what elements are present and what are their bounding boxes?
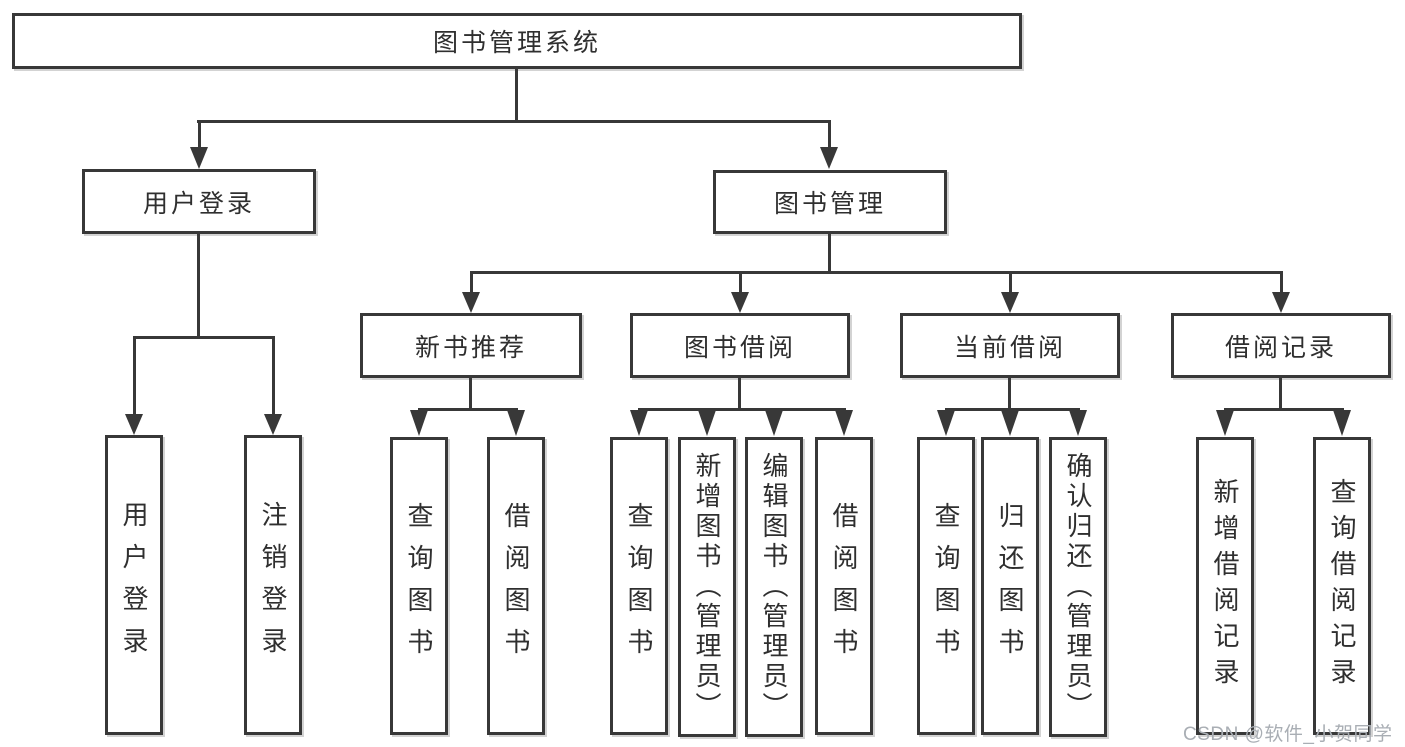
connector-line bbox=[133, 336, 136, 416]
arrow-down-icon bbox=[1001, 292, 1019, 313]
connector-line bbox=[1009, 271, 1012, 294]
arrow-down-icon bbox=[1272, 292, 1290, 313]
leaf-query-books-borrow: 查询图书 bbox=[610, 437, 668, 735]
arrow-down-icon bbox=[1333, 410, 1351, 436]
arrow-down-icon bbox=[462, 292, 480, 313]
connector-line bbox=[272, 336, 275, 416]
arrow-down-icon bbox=[125, 414, 143, 435]
connector-line bbox=[828, 120, 831, 149]
connector-line bbox=[1279, 377, 1282, 410]
arrow-down-icon bbox=[1069, 410, 1087, 436]
arrow-down-icon bbox=[190, 147, 208, 169]
leaf-query-books-current: 查询图书 bbox=[917, 437, 975, 735]
leaf-borrow-books: 借阅图书 bbox=[815, 437, 873, 735]
connector-line bbox=[1280, 271, 1283, 294]
node-label: 用户登录 bbox=[142, 189, 255, 218]
connector-line bbox=[739, 271, 742, 294]
node-label: 借阅图书 bbox=[829, 502, 859, 670]
node-label: 查询图书 bbox=[404, 502, 434, 670]
leaf-borrow-books-recommend: 借阅图书 bbox=[487, 437, 545, 735]
leaf-return-book: 归还图书 bbox=[981, 437, 1039, 735]
leaf-add-borrow-record: 新增借阅记录 bbox=[1196, 437, 1254, 735]
node-label: 编辑图书（管理员） bbox=[759, 452, 789, 722]
connector-line bbox=[1008, 377, 1011, 410]
arrow-down-icon bbox=[731, 292, 749, 313]
leaf-user-login: 用户登录 bbox=[105, 435, 163, 735]
connector-line bbox=[738, 377, 741, 410]
node-label: 新书推荐 bbox=[414, 333, 527, 362]
arrow-down-icon bbox=[1001, 410, 1019, 436]
connector-line bbox=[133, 336, 275, 339]
node-label: 借阅图书 bbox=[501, 502, 531, 670]
node-label: 查询借阅记录 bbox=[1327, 478, 1357, 694]
connector-line bbox=[470, 271, 1282, 274]
leaf-query-borrow-record: 查询借阅记录 bbox=[1313, 437, 1371, 735]
node-label: 图书管理系统 bbox=[432, 29, 601, 57]
node-borrow-record: 借阅记录 bbox=[1171, 313, 1391, 378]
node-label: 确认归还（管理员） bbox=[1063, 452, 1093, 722]
node-book-borrow: 图书借阅 bbox=[630, 313, 850, 378]
arrow-down-icon bbox=[937, 410, 955, 436]
node-label: 注销登录 bbox=[258, 501, 288, 669]
connector-line bbox=[515, 68, 518, 121]
node-label: 图书借阅 bbox=[683, 333, 796, 362]
leaf-query-books-recommend: 查询图书 bbox=[390, 437, 448, 735]
node-label: 归还图书 bbox=[995, 502, 1025, 670]
leaf-logout: 注销登录 bbox=[244, 435, 302, 735]
connector-line bbox=[945, 408, 1080, 411]
leaf-edit-book-admin: 编辑图书（管理员） bbox=[745, 437, 803, 737]
node-book-management: 图书管理 bbox=[713, 170, 947, 234]
connector-line bbox=[198, 120, 201, 149]
arrow-down-icon bbox=[835, 410, 853, 436]
node-label: 当前借阅 bbox=[953, 333, 1066, 362]
node-label: 查询图书 bbox=[624, 502, 654, 670]
connector-line bbox=[1224, 408, 1344, 411]
arrow-down-icon bbox=[264, 414, 282, 435]
node-label: 新增图书（管理员） bbox=[692, 452, 722, 722]
node-current-borrow: 当前借阅 bbox=[900, 313, 1120, 378]
node-label: 图书管理 bbox=[773, 190, 886, 218]
connector-line bbox=[469, 377, 472, 410]
leaf-add-book-admin: 新增图书（管理员） bbox=[678, 437, 736, 737]
arrow-down-icon bbox=[765, 410, 783, 436]
csdn-watermark: CSDN @软件_小贺同学 bbox=[1183, 724, 1393, 745]
node-user-login: 用户登录 bbox=[82, 169, 316, 234]
connector-line bbox=[638, 408, 846, 411]
node-label: 查询图书 bbox=[931, 502, 961, 670]
connector-line bbox=[470, 271, 473, 294]
arrow-down-icon bbox=[698, 410, 716, 436]
node-label: 新增借阅记录 bbox=[1210, 478, 1240, 694]
node-library-management-system: 图书管理系统 bbox=[12, 13, 1022, 69]
node-new-book-recommend: 新书推荐 bbox=[360, 313, 582, 378]
connector-line bbox=[197, 233, 200, 338]
node-label: 借阅记录 bbox=[1224, 333, 1337, 362]
arrow-down-icon bbox=[630, 410, 648, 436]
connector-line bbox=[197, 120, 831, 123]
connector-line bbox=[828, 233, 831, 273]
arrow-down-icon bbox=[1216, 410, 1234, 436]
leaf-confirm-return-admin: 确认归还（管理员） bbox=[1049, 437, 1107, 737]
node-label: 用户登录 bbox=[119, 501, 149, 669]
connector-line bbox=[418, 408, 518, 411]
arrow-down-icon bbox=[820, 147, 838, 169]
arrow-down-icon bbox=[410, 410, 428, 436]
arrow-down-icon bbox=[507, 410, 525, 436]
